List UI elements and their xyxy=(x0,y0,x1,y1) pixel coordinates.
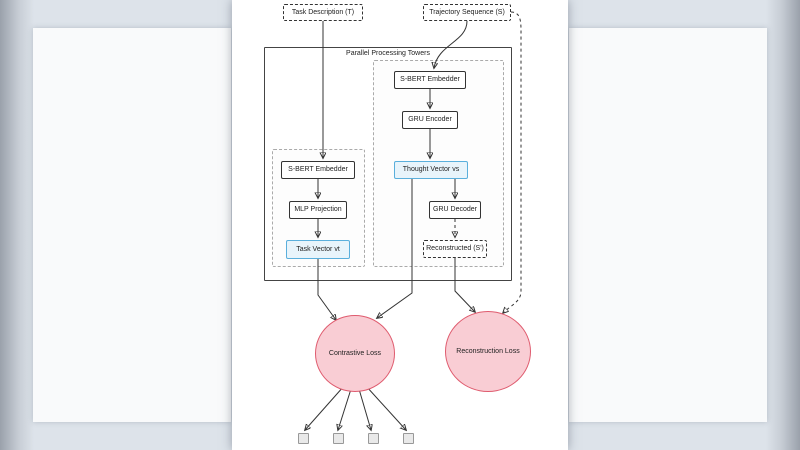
node-gru-encoder: GRU Encoder xyxy=(402,111,458,129)
left-side-panel xyxy=(33,28,231,422)
contrastive-loss-circle: Contrastive Loss xyxy=(315,315,395,392)
node-reconstructed: Reconstructed (S') xyxy=(423,240,487,258)
right-edge-gradient xyxy=(766,0,800,450)
node-gru-decoder: GRU Decoder xyxy=(429,201,481,219)
output-square-2 xyxy=(333,433,344,444)
reconstruction-loss-circle: Reconstruction Loss xyxy=(445,311,531,392)
node-task-sbert-embedder: S-BERT Embedder xyxy=(281,161,355,179)
output-square-1 xyxy=(298,433,309,444)
node-thought-vector: Thought Vector vs xyxy=(394,161,468,179)
node-task-description: Task Description (T) xyxy=(283,4,363,21)
node-mlp-projection: MLP Projection xyxy=(289,201,347,219)
node-trajectory-sequence: Trajectory Sequence (S) xyxy=(423,4,511,21)
output-square-3 xyxy=(368,433,379,444)
node-task-vector: Task Vector vt xyxy=(286,240,350,259)
parallel-towers-label: Parallel Processing Towers xyxy=(346,50,430,57)
output-square-4 xyxy=(403,433,414,444)
left-edge-gradient xyxy=(0,0,34,450)
right-side-panel xyxy=(569,28,767,422)
node-traj-sbert-embedder: S-BERT Embedder xyxy=(394,71,466,89)
